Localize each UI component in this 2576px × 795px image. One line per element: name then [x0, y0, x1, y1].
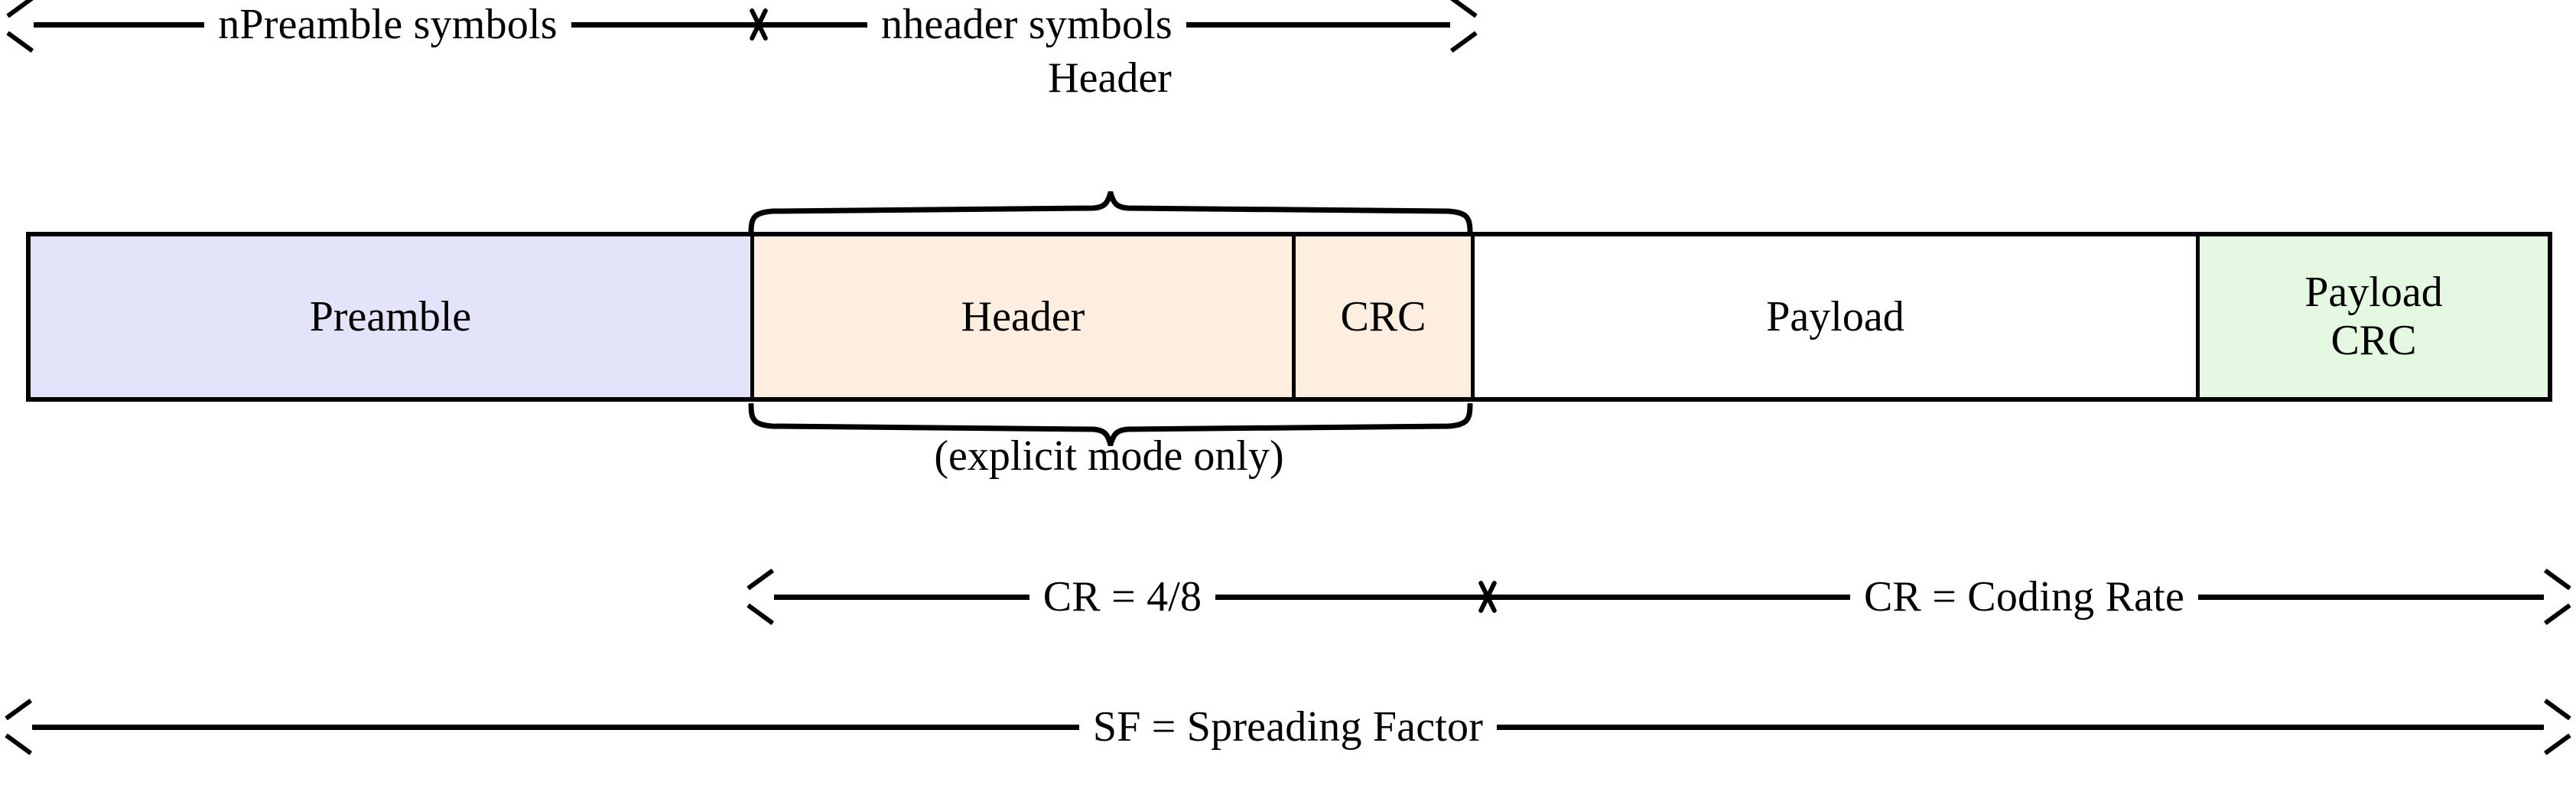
cr-definition-arrow: CR = Coding Rate	[1504, 569, 2570, 624]
cr-definition-label: CR = Coding Rate	[1863, 573, 2185, 621]
cr-value-arrow: CR = 4/8	[748, 569, 1472, 624]
cross-marker-icon	[1466, 579, 1509, 614]
arrow-line	[571, 21, 742, 28]
nheader-symbols-label: nheader symbols	[881, 1, 1173, 48]
packet-field-payload-crc: Payload CRC	[2200, 236, 2548, 397]
arrow-line	[1497, 724, 2545, 730]
arrow-head-left-icon	[748, 580, 774, 614]
packet-structure-bar: Preamble Header CRC Payload Payload CRC	[26, 232, 2552, 402]
arrow-head-right-icon	[2544, 580, 2570, 614]
packet-field-label: CRC	[1340, 292, 1426, 340]
arrow-line	[34, 21, 205, 28]
npreamble-symbols-label: nPreamble symbols	[218, 1, 558, 48]
arrow-line	[32, 724, 1079, 730]
cross-marker-icon	[737, 7, 780, 42]
arrow-head-left-icon	[8, 8, 34, 41]
packet-field-label: Payload CRC	[2304, 269, 2443, 364]
arrow-line	[776, 21, 867, 28]
explicit-mode-brace-down	[745, 403, 1476, 446]
arrow-head-right-icon	[1450, 8, 1476, 41]
packet-field-label: Payload	[1766, 292, 1904, 340]
packet-field-preamble: Preamble	[31, 236, 754, 397]
arrow-line	[737, 21, 780, 28]
packet-field-payload: Payload	[1475, 236, 2200, 397]
arrow-line	[2198, 594, 2544, 600]
arrow-line	[1466, 594, 1509, 600]
cr-value-label: CR = 4/8	[1042, 573, 1202, 621]
arrow-head-left-icon	[6, 710, 32, 744]
arrow-head-right-icon	[2544, 710, 2570, 744]
top-symbol-annotation-row: nPreamble symbols nheader symbols	[8, 0, 1476, 52]
packet-field-label: Preamble	[309, 292, 472, 340]
arrow-line	[774, 594, 1029, 600]
arrow-line	[1504, 594, 1850, 600]
packet-field-label: Header	[961, 292, 1085, 340]
nheader-symbols-arrow: nheader symbols	[776, 0, 1476, 52]
npreamble-symbols-arrow: nPreamble symbols	[8, 0, 742, 52]
coding-rate-annotation-row: CR = 4/8 CR = Coding Rate	[748, 569, 2570, 624]
header-brace-label: Header	[1048, 54, 1172, 102]
explicit-mode-label: (explicit mode only)	[934, 432, 1284, 480]
packet-field-header-crc: CRC	[1296, 236, 1475, 397]
spreading-factor-annotation-row: SF = Spreading Factor	[6, 699, 2570, 754]
packet-field-header: Header	[754, 236, 1296, 397]
spreading-factor-label: SF = Spreading Factor	[1092, 703, 1484, 751]
header-brace-up	[745, 191, 1476, 234]
arrow-line	[1186, 21, 1450, 28]
arrow-line	[1215, 594, 1472, 600]
